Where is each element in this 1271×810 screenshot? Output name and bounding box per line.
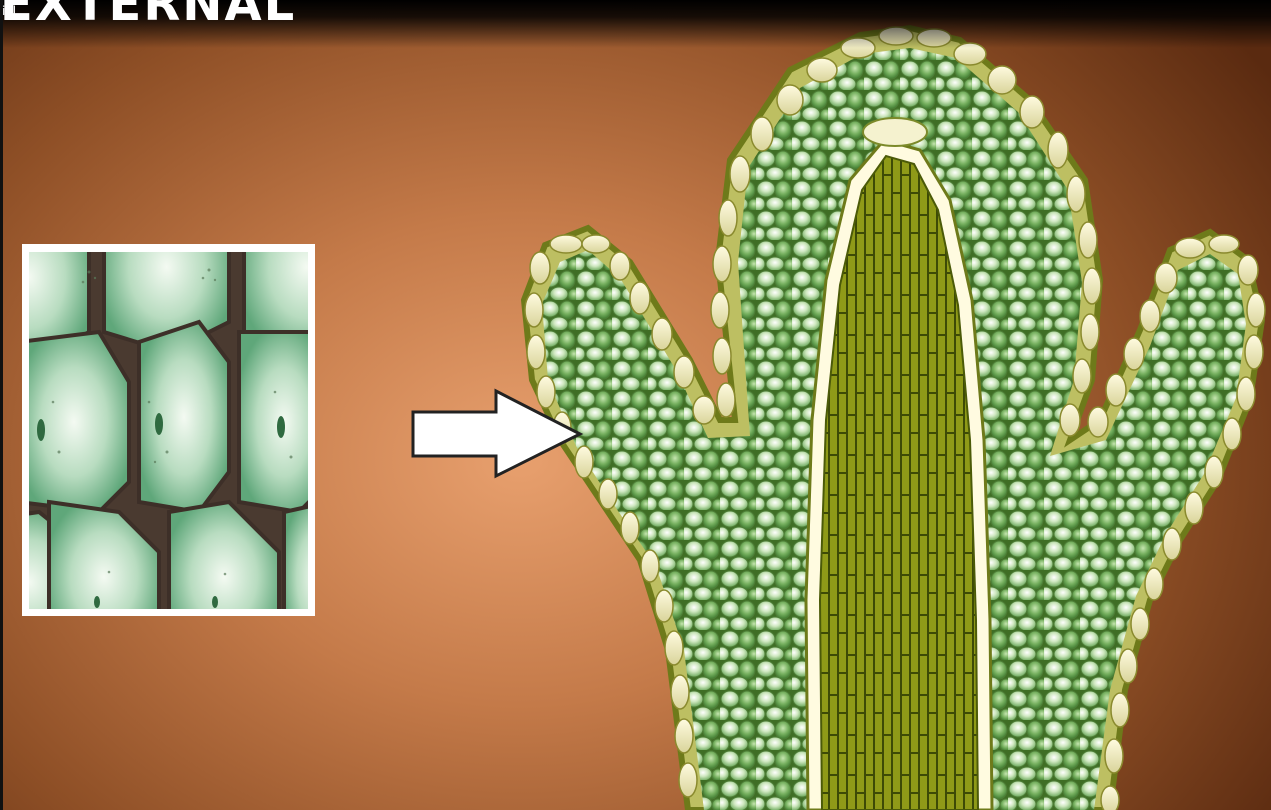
apical-cap [863, 118, 927, 146]
pointer-arrow-icon [410, 388, 585, 480]
hexagonal-cells-closeup [29, 252, 308, 609]
channel-tag: ial [2, 4, 16, 18]
title-overlay: EXTERNAL [0, 0, 296, 32]
cell-closeup-panel [22, 244, 315, 616]
left-border [0, 0, 3, 810]
